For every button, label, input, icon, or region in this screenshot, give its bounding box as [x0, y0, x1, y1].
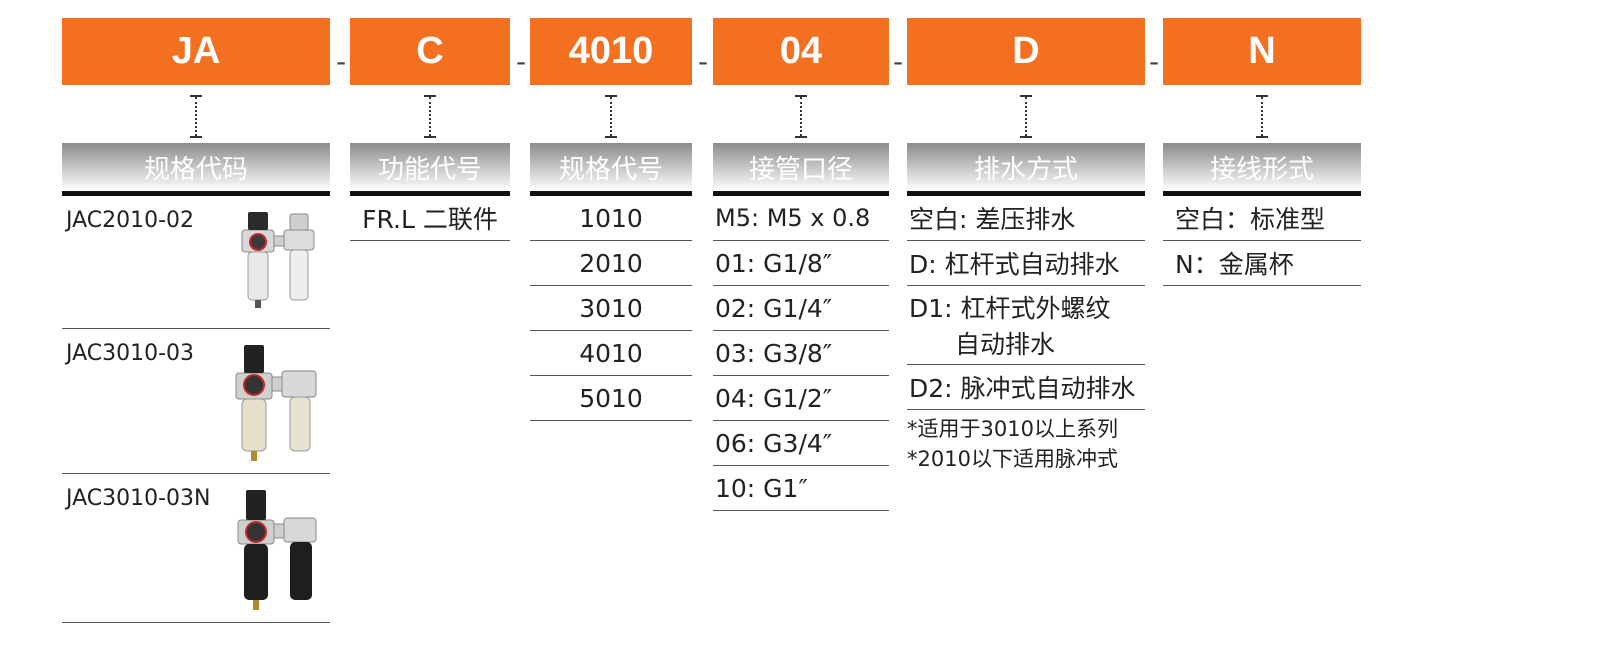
connector — [350, 85, 510, 143]
list-item: 4010 — [530, 331, 692, 376]
code-segment-drain: D — [907, 18, 1145, 85]
list-item: FR.L 二联件 — [350, 196, 510, 241]
connector — [1163, 85, 1361, 143]
drain-item-line: D1: 杠杆式外螺纹 — [909, 294, 1111, 323]
column-function-code: C 功能代号 FR.L 二联件 — [350, 18, 510, 241]
separator-dash: - — [515, 45, 527, 78]
drain-item-line: 自动排水 — [955, 330, 1056, 359]
list-item: D: 杠杆式自动排水 — [907, 241, 1145, 286]
drain-notes: *适用于3010以上系列 *2010以下适用脉冲式 — [907, 410, 1145, 474]
header-port-size: 接管口径 — [713, 143, 889, 196]
list-item: M5: M5 x 0.8 — [713, 196, 889, 241]
note-line: *2010以下适用脉冲式 — [907, 447, 1118, 471]
product-item: JAC2010-02 — [62, 196, 330, 329]
frl-unit-icon — [241, 212, 315, 308]
list-item: 02: G1/4″ — [713, 286, 889, 331]
list-item: 01: G1/8″ — [713, 241, 889, 286]
list-item: 空白：标准型 — [1163, 196, 1361, 241]
header-spec-code: 规格代码 — [62, 143, 330, 196]
note-line: *适用于3010以上系列 — [907, 417, 1118, 441]
list-item: 3010 — [530, 286, 692, 331]
code-segment-size: 4010 — [530, 18, 692, 85]
product-name: JAC3010-03N — [66, 486, 211, 511]
column-connection-type: N 接线形式 空白：标准型 N：金属杯 — [1163, 18, 1361, 286]
connector — [530, 85, 692, 143]
product-name: JAC3010-03 — [66, 341, 195, 366]
header-drain-type: 排水方式 — [907, 143, 1145, 196]
header-connection-type: 接线形式 — [1163, 143, 1361, 196]
separator-dash: - — [892, 45, 904, 78]
code-segment-c: C — [350, 18, 510, 85]
product-name: JAC2010-02 — [66, 208, 195, 233]
product-item: JAC3010-03 — [62, 329, 330, 474]
list-item: 2010 — [530, 241, 692, 286]
column-spec-code: JA 规格代码 JAC2010-02 JAC3010-03 — [62, 18, 330, 623]
code-segment-port: 04 — [713, 18, 889, 85]
header-size-code: 规格代号 — [530, 143, 692, 196]
list-item: D1: 杠杆式外螺纹 自动排水 — [907, 286, 1145, 365]
code-segment-connection: N — [1163, 18, 1361, 85]
column-drain-type: D 排水方式 空白: 差压排水 D: 杠杆式自动排水 D1: 杠杆式外螺纹 自动… — [907, 18, 1145, 474]
frl-unit-icon — [235, 345, 317, 461]
list-item: D2: 脉冲式自动排水 — [907, 365, 1145, 410]
connector — [713, 85, 889, 143]
connector — [907, 85, 1145, 143]
separator-dash: - — [1148, 45, 1160, 78]
separator-dash: - — [697, 45, 709, 78]
column-port-size: 04 接管口径 M5: M5 x 0.8 01: G1/8″ 02: G1/4″… — [713, 18, 889, 511]
list-item: 06: G3/4″ — [713, 421, 889, 466]
code-segment-ja: JA — [62, 18, 330, 85]
list-item: 空白: 差压排水 — [907, 196, 1145, 241]
header-function-code: 功能代号 — [350, 143, 510, 196]
list-item: 5010 — [530, 376, 692, 421]
product-item: JAC3010-03N — [62, 474, 330, 623]
frl-unit-icon — [237, 490, 317, 610]
list-item: N：金属杯 — [1163, 241, 1361, 286]
connector — [62, 85, 330, 143]
list-item: 10: G1″ — [713, 466, 889, 511]
list-item: 04: G1/2″ — [713, 376, 889, 421]
separator-dash: - — [335, 45, 347, 78]
list-item: 03: G3/8″ — [713, 331, 889, 376]
column-size-code: 4010 规格代号 1010 2010 3010 4010 5010 — [530, 18, 692, 421]
list-item: 1010 — [530, 196, 692, 241]
